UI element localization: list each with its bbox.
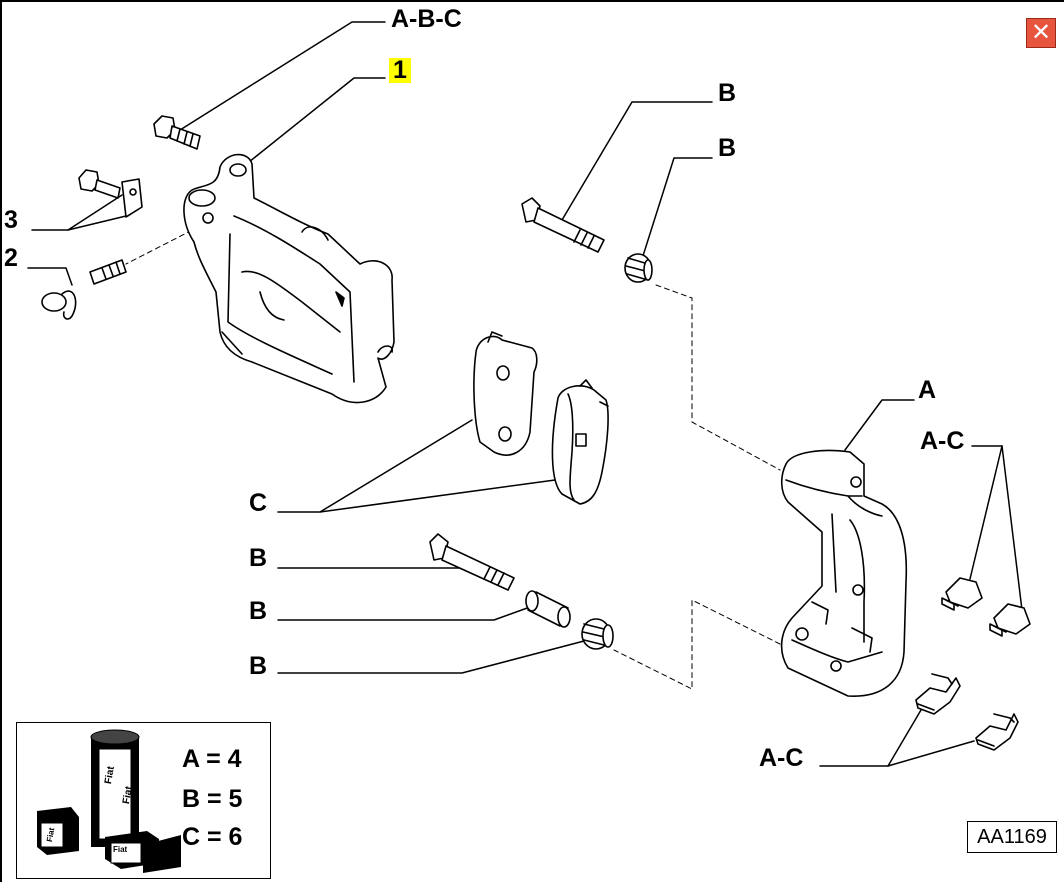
legend-row-b: B = 5: [182, 785, 243, 813]
leader-lines: [27, 21, 1023, 767]
lubricant-products-icon: [37, 729, 181, 873]
caliper-bolt-upper: [153, 115, 201, 150]
brake-pad-inner: [473, 331, 538, 456]
brand-mark-box-right: Fiat: [113, 845, 128, 854]
label-b-guide-pin-lower: B: [249, 544, 268, 572]
bleeder-screw-with-cap: [41, 259, 127, 320]
legend-row-a: A = 4: [182, 745, 242, 773]
label-b-guide-pin-upper: B: [718, 79, 737, 107]
retaining-clip-lower-left: [915, 673, 961, 715]
retaining-clip-upper-left: [941, 577, 983, 611]
legend-row-c: C = 6: [182, 823, 243, 851]
brake-caliper-body: [183, 153, 395, 404]
spring-upper: [624, 253, 653, 283]
label-c-pads: C: [249, 489, 268, 517]
close-icon[interactable]: ✕: [1030, 18, 1052, 46]
guide-pin-upper: [521, 197, 605, 253]
retaining-clip-lower-right: [975, 713, 1019, 751]
close-button[interactable]: ✕: [1026, 18, 1056, 48]
spring-lower: [581, 618, 614, 650]
label-ac-clips-upper: A-C: [920, 427, 965, 455]
caliper-carrier-bracket: [780, 449, 908, 697]
label-part-3: 3: [4, 206, 18, 234]
label-ac-clips-lower: A-C: [759, 744, 804, 772]
guide-pin-lower: [429, 533, 515, 591]
diagram-reference-code: AA1169: [967, 821, 1057, 853]
label-part-2: 2: [4, 244, 18, 272]
retaining-clip-upper-right: [989, 603, 1031, 637]
label-b-bush-lower: B: [249, 597, 268, 625]
label-part-1: 1: [389, 58, 411, 83]
label-b-spring-upper: B: [718, 134, 737, 162]
label-b-spring-lower: B: [249, 652, 268, 680]
guide-bush-lower: [525, 590, 571, 628]
bleed-bolt-with-bracket: [78, 169, 143, 218]
label-a-carrier: A: [918, 376, 937, 404]
label-abc-top: A-B-C: [391, 5, 462, 33]
lubricant-legend: Fiat Fiat Fiat Fiat A = 4 B = 5 C = 6: [16, 722, 271, 879]
assembly-dashed-lines: [125, 221, 781, 690]
brake-pad-outer: [551, 379, 609, 505]
